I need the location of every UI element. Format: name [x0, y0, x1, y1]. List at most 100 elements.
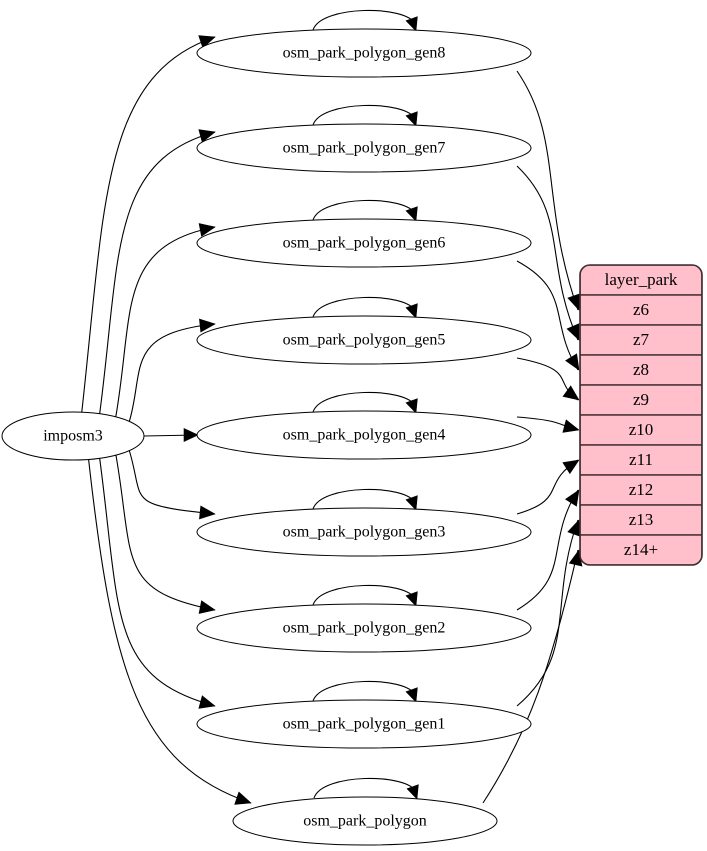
arrowhead-gen1-to-row-z13: [567, 519, 581, 537]
self-loop-arrowhead-gen2: [405, 591, 418, 607]
node-ellipse-gen2: [196, 603, 532, 653]
arrowhead-imposm3-to-gen3: [199, 505, 216, 520]
arrowhead-gen7-to-row-z7: [566, 323, 580, 341]
node-label-gen5: osm_park_polygon_gen5: [283, 332, 446, 349]
table-row-cell-z8[interactable]: [580, 354, 702, 386]
arrowhead-imposm3-to-gen6: [198, 223, 216, 237]
table-row-cell-z11[interactable]: [580, 444, 702, 476]
self-loop-arrowhead-gen4: [405, 398, 418, 414]
edge-imposm3-to-gen8: [81, 36, 216, 414]
arrowhead-imposm3-to-base: [234, 791, 252, 805]
table-header-cell[interactable]: [580, 265, 702, 296]
arrowhead-imposm3-to-gen1: [198, 695, 216, 709]
node-gen7[interactable]: osm_park_polygon_gen7: [196, 123, 532, 173]
node-ellipse-gen6: [196, 218, 532, 268]
arrowhead-gen3-to-row-z11: [562, 459, 580, 475]
self-loop-edge-gen3: [312, 488, 416, 510]
self-loop-edge-gen4: [312, 391, 416, 413]
edge-gen7-to-row-z7: [516, 165, 579, 341]
node-imposm3[interactable]: imposm3: [1, 411, 145, 461]
node-gen2[interactable]: osm_park_polygon_gen2: [196, 603, 532, 653]
arrowhead-gen8-to-row-z6: [567, 293, 581, 311]
node-gen4[interactable]: osm_park_polygon_gen4: [196, 410, 532, 460]
node-ellipse-gen8: [196, 28, 532, 78]
table-row-label-z7: z7: [633, 330, 650, 349]
arrowhead-imposm3-to-gen2: [198, 600, 216, 614]
node-gen3[interactable]: osm_park_polygon_gen3: [196, 507, 532, 557]
edge-group-self-loops: [312, 9, 419, 800]
table-row-cell-z9[interactable]: [580, 384, 702, 416]
node-gen6[interactable]: osm_park_polygon_gen6: [196, 218, 532, 268]
arrowhead-imposm3-to-gen4: [183, 428, 199, 442]
table-row-label-z9: z9: [633, 390, 649, 409]
arrowhead-imposm3-to-gen8: [198, 35, 216, 49]
node-label-gen8: osm_park_polygon_gen8: [283, 45, 446, 62]
node-label-gen7: osm_park_polygon_gen7: [283, 140, 446, 157]
arrowhead-gen6-to-row-z8: [565, 353, 580, 371]
arrowhead-gen4-to-row-z10: [562, 419, 580, 433]
node-label-gen1: osm_park_polygon_gen1: [283, 716, 446, 733]
edge-gen8-to-row-z6: [516, 70, 579, 311]
node-ellipse-gen4: [196, 410, 532, 460]
edge-imposm3-to-base: [88, 458, 252, 804]
arrowhead-imposm3-to-gen7: [198, 129, 216, 143]
edge-base-to-row-z14+: [482, 549, 579, 804]
edge-imposm3-to-gen1: [98, 456, 216, 707]
node-gen8[interactable]: osm_park_polygon_gen8: [196, 28, 532, 78]
self-loop-arrowhead-gen3: [405, 495, 418, 511]
node-label-gen4: osm_park_polygon_gen4: [283, 427, 446, 444]
table-row-cell-z14+[interactable]: [580, 534, 702, 565]
self-loop-edge-gen8: [312, 9, 416, 31]
self-loop-arrowhead-gen8: [405, 16, 418, 32]
arrowhead-gen2-to-row-z12: [564, 489, 580, 507]
table-row-label-z6: z6: [633, 300, 649, 319]
edge-imposm3-to-gen6: [114, 226, 216, 419]
edge-imposm3-to-gen3: [128, 448, 216, 515]
table-outline: [579, 264, 703, 566]
edge-imposm3-to-gen7: [98, 131, 216, 416]
edge-imposm3-to-gen2: [115, 453, 216, 611]
self-loop-edge-gen7: [312, 104, 416, 126]
self-loop-edge-gen1: [312, 680, 416, 702]
arrowhead-gen5-to-row-z9: [562, 385, 580, 401]
node-gen1[interactable]: osm_park_polygon_gen1: [196, 699, 532, 749]
node-ellipse-gen3: [196, 507, 532, 557]
node-base[interactable]: osm_park_polygon: [232, 796, 498, 846]
edge-gen6-to-row-z8: [516, 260, 579, 371]
node-ellipse-base: [232, 796, 498, 846]
table-row-cell-z12[interactable]: [580, 474, 702, 506]
table-row-label-z10: z10: [629, 420, 654, 439]
self-loop-arrowhead-gen1: [405, 687, 418, 703]
edge-imposm3-to-gen5: [128, 323, 216, 424]
node-ellipse-gen1: [196, 699, 532, 749]
table-row-label-z11: z11: [629, 450, 653, 469]
edge-gen2-to-row-z12: [516, 489, 579, 611]
edge-group-nodes-to-table: [482, 70, 583, 804]
self-loop-arrowhead-base: [406, 784, 419, 800]
self-loop-edge-gen5: [312, 296, 416, 318]
table-row-label-z8: z8: [633, 360, 649, 379]
node-gen5[interactable]: osm_park_polygon_gen5: [196, 315, 532, 365]
table-row-label-z14+: z14+: [624, 540, 658, 559]
node-label-imposm3: imposm3: [43, 428, 103, 445]
node-label-gen2: osm_park_polygon_gen2: [283, 620, 446, 637]
table-rows: [580, 265, 702, 565]
table-row-label-z13: z13: [629, 510, 654, 529]
self-loop-edge-gen2: [312, 584, 416, 606]
node-group-ellipses: osm_park_polygon_gen8 osm_park_polygon_ge…: [1, 28, 532, 846]
node-label-base: osm_park_polygon: [303, 813, 427, 830]
self-loop-edge-base: [313, 777, 417, 799]
self-loop-arrowhead-gen7: [405, 111, 418, 127]
self-loop-arrowhead-gen5: [405, 303, 418, 319]
node-ellipse-imposm3: [1, 411, 145, 461]
table-row-cell-z6[interactable]: [580, 294, 702, 326]
table-row-cell-z13[interactable]: [580, 504, 702, 536]
arrowhead-imposm3-to-gen5: [199, 318, 216, 333]
table-header-label: layer_park: [605, 270, 678, 289]
node-ellipse-gen7: [196, 123, 532, 173]
edge-group-source-to-nodes: [81, 35, 252, 805]
self-loop-arrowhead-gen6: [405, 206, 418, 222]
